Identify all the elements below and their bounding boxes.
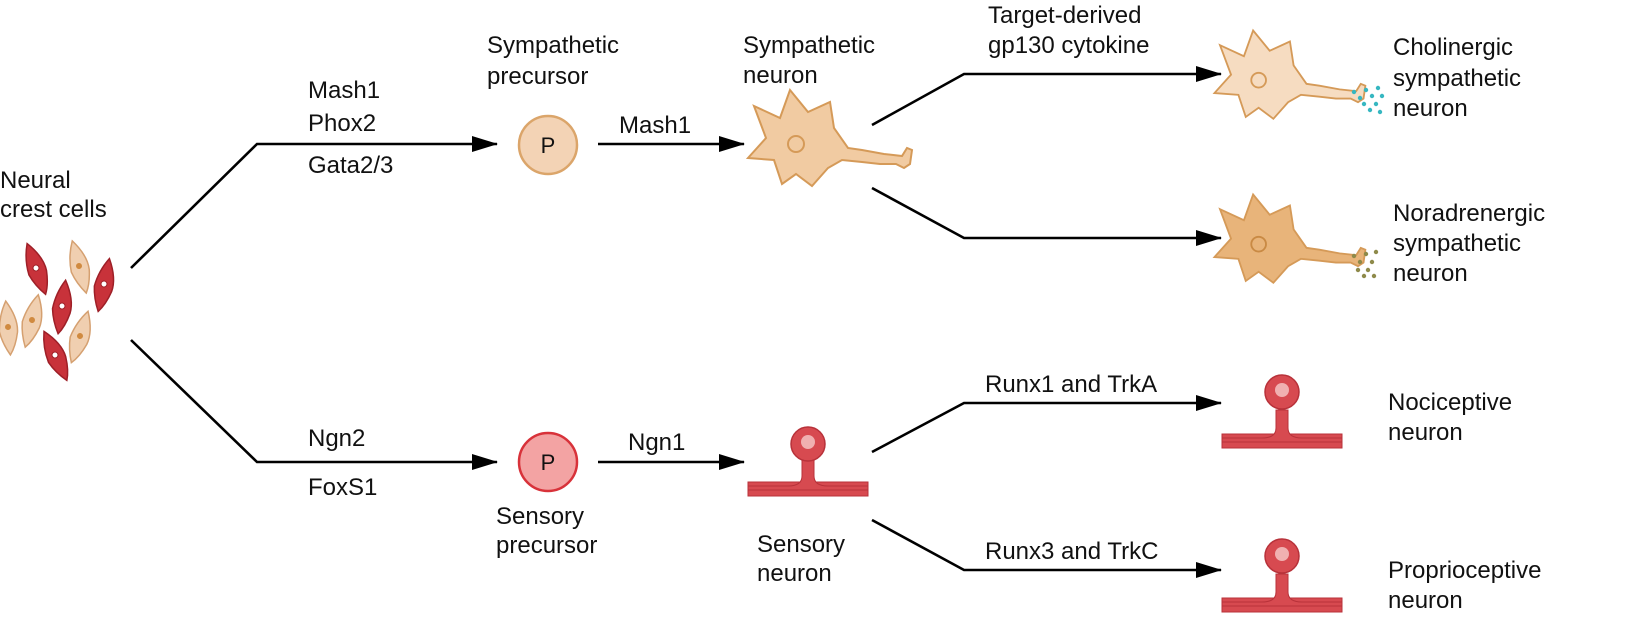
factor-runx3-trkc: Runx3 and TrkC: [985, 538, 1158, 565]
proprioceptive-label-line2: neuron: [1388, 587, 1463, 614]
noradrenergic-label-line3: neuron: [1393, 260, 1468, 287]
noradrenergic-vesicles-icon: [1351, 249, 1379, 279]
factor-foxs1: FoxS1: [308, 474, 377, 501]
neural-crest-cell: [68, 309, 91, 364]
factor-gata23: Gata2/3: [308, 152, 393, 179]
factor-phox2: Phox2: [308, 110, 376, 137]
sensory-neuron-cell: [747, 426, 869, 497]
factor-target-derived: Target-derived: [988, 2, 1141, 29]
arrow-to-noradrenergic: [871, 186, 1222, 246]
factor-mash1: Mash1: [308, 77, 380, 104]
cholinergic-neuron-cell: [1213, 29, 1367, 120]
neural-crest-cell: [21, 293, 43, 349]
cholinergic-vesicles-icon: [1351, 85, 1385, 115]
neural-crest-cell: [51, 278, 73, 336]
cholinergic-label-line2: sympathetic: [1393, 65, 1521, 92]
nociceptive-neuron-cell: [1221, 374, 1343, 449]
factor-mash1-step: Mash1: [619, 112, 691, 139]
neural-crest-label-line2: crest cells: [0, 196, 107, 223]
neural-crest-cell: [69, 239, 91, 295]
arrow-to-nociceptive: [871, 395, 1222, 454]
sympathetic-neuron-label-line2: neuron: [743, 62, 818, 89]
neural-crest-cell: [25, 242, 49, 296]
sensory-precursor-label-line2: precursor: [496, 532, 597, 559]
factor-ngn1-step: Ngn1: [628, 429, 685, 456]
sensory-precursor-label-line1: Sensory: [496, 503, 584, 530]
arrow-to-proprioceptive: [871, 518, 1222, 578]
neural-crest-cell: [93, 257, 115, 313]
noradrenergic-label-line2: sympathetic: [1393, 230, 1521, 257]
neural-crest-label-line1: Neural: [0, 167, 71, 194]
sympathetic-precursor-letter: P: [541, 133, 556, 158]
proprioceptive-neuron-cell: [1221, 538, 1343, 613]
arrow-to-cholinergic: [871, 66, 1222, 127]
sympathetic-precursor-label-line2: precursor: [487, 63, 588, 90]
sympathetic-precursor-label-line1: Sympathetic: [487, 32, 619, 59]
arrow-crest-to-sympathetic-precursor: [130, 136, 498, 269]
sensory-precursor-letter: P: [541, 450, 556, 475]
sensory-precursor-cell: P: [517, 431, 579, 493]
noradrenergic-label-line1: Noradrenergic: [1393, 200, 1545, 227]
cholinergic-label-line3: neuron: [1393, 95, 1468, 122]
factor-gp130: gp130 cytokine: [988, 32, 1149, 59]
neural-crest-cell: [0, 299, 19, 357]
neural-crest-cells-icon: [0, 239, 115, 382]
sympathetic-neuron-cell: [747, 89, 913, 187]
neural-crest-cell: [43, 330, 69, 382]
nociceptive-label-line1: Nociceptive: [1388, 389, 1512, 416]
proprioceptive-label-line1: Proprioceptive: [1388, 557, 1541, 584]
sympathetic-precursor-cell: P: [517, 114, 579, 176]
sensory-neuron-label-line1: Sensory: [757, 531, 845, 558]
sensory-neuron-label-line2: neuron: [757, 560, 832, 587]
nociceptive-label-line2: neuron: [1388, 419, 1463, 446]
arrow-crest-to-sensory-precursor: [130, 339, 498, 470]
factor-runx1-trka: Runx1 and TrkA: [985, 371, 1157, 398]
sympathetic-neuron-label-line1: Sympathetic: [743, 32, 875, 59]
cholinergic-label-line1: Cholinergic: [1393, 34, 1513, 61]
noradrenergic-neuron-cell: [1213, 193, 1367, 284]
factor-ngn2: Ngn2: [308, 425, 365, 452]
